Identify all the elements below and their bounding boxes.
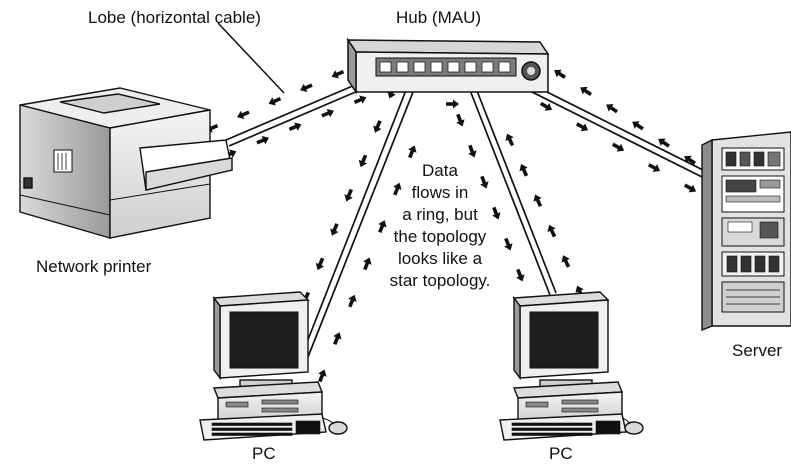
hub-label: Hub (MAU): [396, 8, 482, 27]
server-device: [701, 131, 791, 332]
note-line: looks like a: [397, 249, 483, 268]
flow-arrow: [684, 155, 696, 165]
flow-arrow: [393, 182, 402, 196]
flow-arrow: [331, 69, 345, 79]
flow-arrow: [561, 255, 571, 268]
flow-arrow: [504, 237, 513, 251]
ring-topology-note: Data flows in a ring, but the topology l…: [368, 160, 512, 292]
cable-printer: [225, 75, 380, 147]
flow-arrow: [575, 122, 589, 132]
server-label: Server: [732, 341, 783, 360]
flow-arrow: [658, 138, 670, 148]
flow-arrow: [288, 122, 302, 131]
flow-arrow: [358, 154, 368, 168]
printer-label: Network printer: [36, 257, 152, 276]
flow-arrow: [683, 183, 697, 193]
flow-arrow: [321, 108, 334, 118]
hub-device: [346, 37, 550, 95]
cables: [225, 69, 724, 363]
flow-arrow: [492, 206, 501, 220]
cable-pc-right: [465, 77, 557, 296]
flow-arrow: [480, 175, 489, 189]
flow-arrow: [547, 224, 557, 238]
flow-arrow: [519, 164, 529, 177]
flow-arrow: [468, 144, 477, 158]
flow-arrow: [333, 332, 342, 345]
pc-left-device: [199, 291, 348, 441]
flow-arrow: [647, 163, 661, 173]
flow-arrow: [516, 268, 525, 282]
flow-arrow: [606, 104, 618, 114]
flow-arrow: [330, 223, 339, 236]
flow-arrow: [580, 86, 592, 97]
pc-right-device: [499, 291, 644, 441]
flow-arrow: [611, 142, 625, 152]
flow-arrow: [318, 369, 327, 383]
flow-arrow: [268, 96, 282, 106]
lobe-callout-line: [217, 22, 285, 94]
flow-arrow: [378, 220, 387, 233]
flow-arrow: [363, 257, 372, 271]
flow-arrow: [300, 83, 313, 93]
flow-arrow: [373, 120, 382, 133]
flow-arrow: [554, 69, 566, 79]
flow-arrow: [533, 194, 543, 208]
flow-arrow: [632, 121, 644, 131]
lobe-label: Lobe (horizontal cable): [88, 8, 261, 27]
flow-arrow: [353, 95, 367, 104]
note-line: the topology: [393, 227, 487, 246]
pc-left-label: PC: [252, 444, 276, 463]
pc-right-label: PC: [549, 444, 573, 463]
flow-arrow: [505, 133, 515, 147]
cable-pc-left: [299, 79, 418, 363]
note-line: star topology.: [389, 271, 491, 290]
flow-arrow: [237, 110, 250, 120]
flow-arrow: [256, 135, 269, 145]
flow-arrow: [408, 145, 417, 159]
pc-right-mouse: [624, 421, 644, 435]
flow-arrow: [348, 294, 357, 308]
flow-arrow: [446, 99, 459, 109]
printer-device: [19, 87, 233, 239]
pc-left-mouse: [328, 421, 348, 435]
flow-arrow: [344, 188, 353, 202]
flow-arrow: [315, 257, 325, 271]
flow-arrow: [539, 101, 553, 111]
note-line: a ring, but: [402, 205, 478, 224]
note-line: Data: [422, 161, 458, 180]
flow-arrow: [456, 113, 465, 127]
hub-ports: [379, 61, 511, 73]
note-line: flows in: [411, 183, 469, 202]
